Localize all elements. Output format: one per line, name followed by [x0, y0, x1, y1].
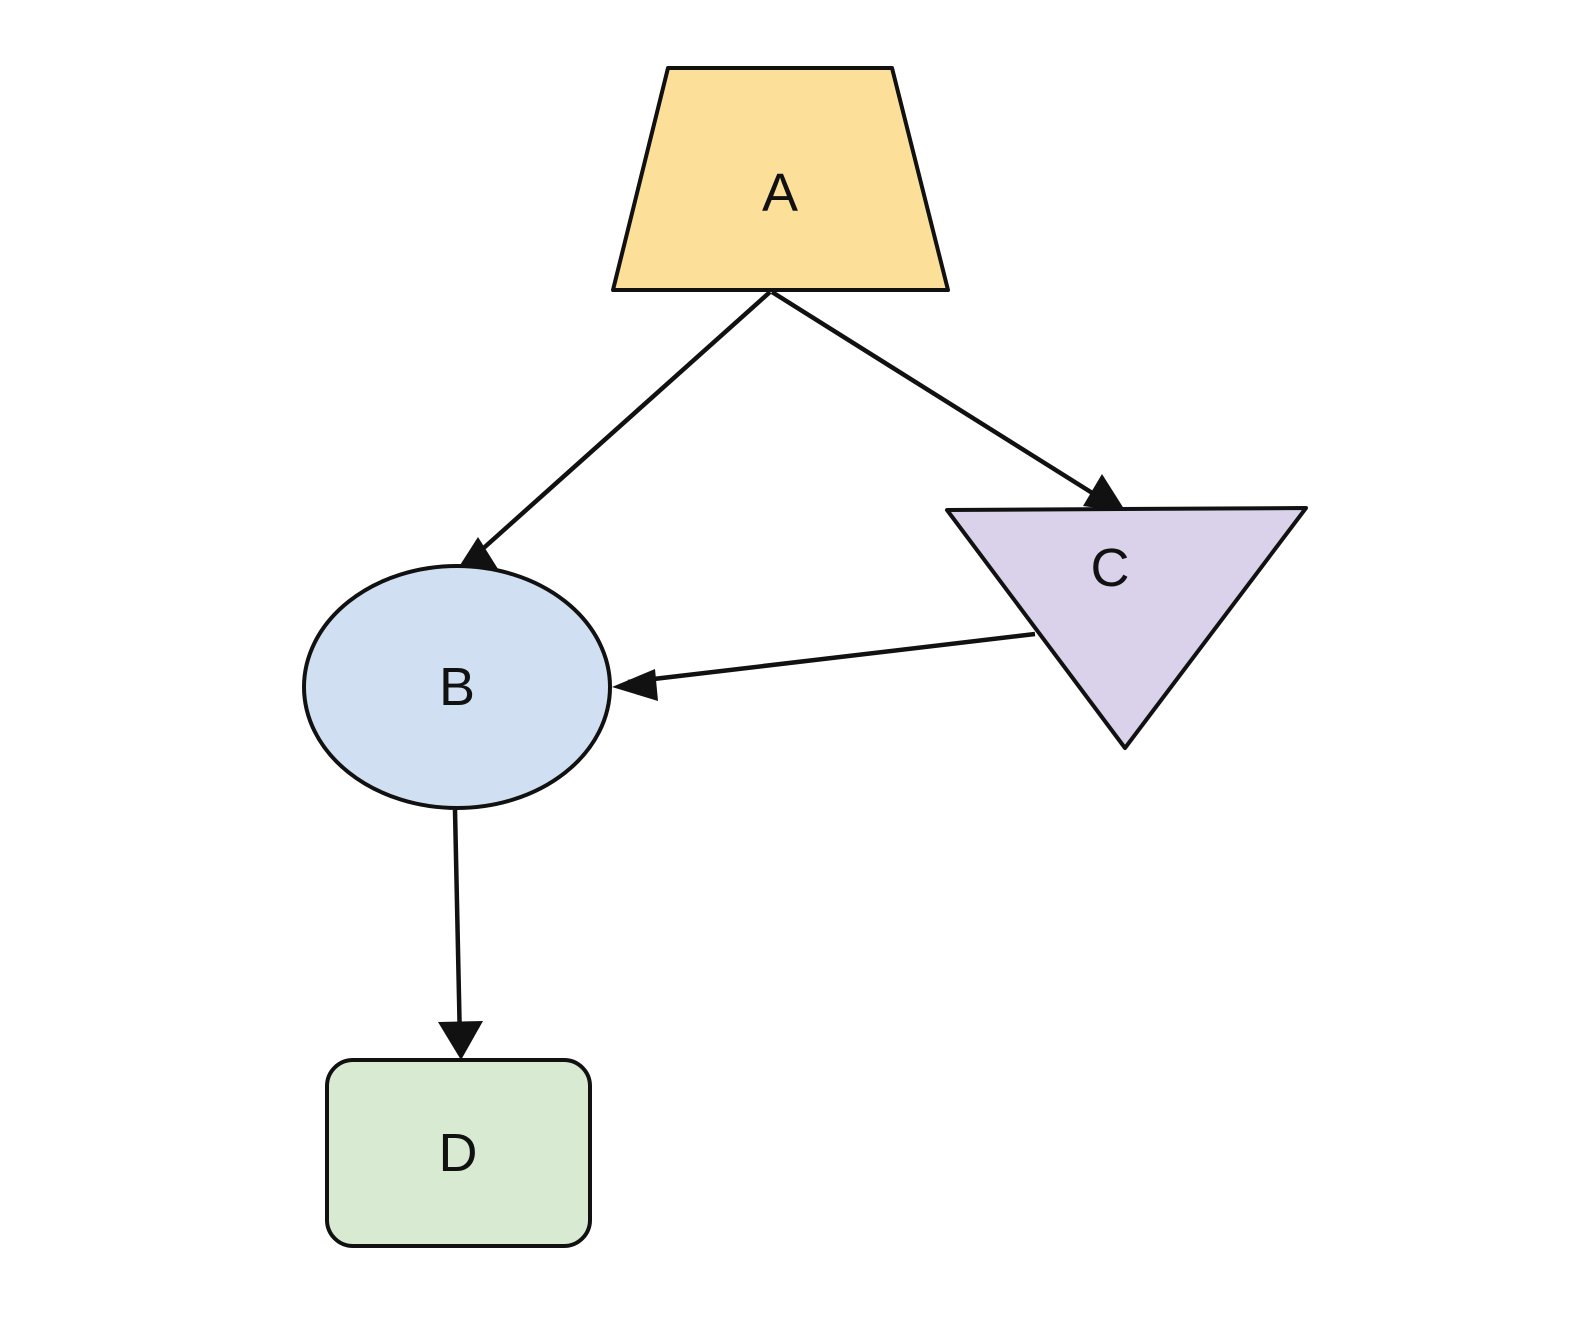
edge-a-to-b[interactable] — [455, 290, 772, 573]
node-b[interactable]: B — [302, 564, 612, 810]
node-layer: A B C D — [302, 66, 1308, 1248]
edge-c-to-b[interactable] — [612, 631, 1036, 701]
edge-a-to-c-arrowhead-icon — [1083, 474, 1126, 512]
edge-b-to-d[interactable] — [438, 809, 483, 1060]
edge-b-to-d-line — [452, 809, 463, 1045]
edge-b-to-d-arrowhead-icon — [438, 1021, 483, 1060]
edge-c-to-b-line — [627, 631, 1036, 685]
node-b-ellipse-shape[interactable] — [302, 564, 612, 810]
edge-a-to-c-line — [770, 290, 1115, 508]
node-a[interactable]: A — [611, 66, 950, 292]
node-c[interactable]: C — [945, 506, 1308, 750]
edge-c-to-b-arrowhead-icon — [612, 669, 658, 701]
edge-layer — [438, 290, 1126, 1060]
node-d[interactable]: D — [325, 1058, 592, 1248]
edge-a-to-c[interactable] — [770, 290, 1126, 512]
edge-a-to-b-arrowhead-icon — [455, 537, 498, 573]
node-d-rounded-rect-shape[interactable] — [325, 1058, 592, 1248]
node-c-triangle-shape[interactable] — [945, 506, 1308, 750]
edge-a-to-b-line — [466, 290, 772, 564]
node-a-trapezoid-shape[interactable] — [611, 66, 950, 292]
